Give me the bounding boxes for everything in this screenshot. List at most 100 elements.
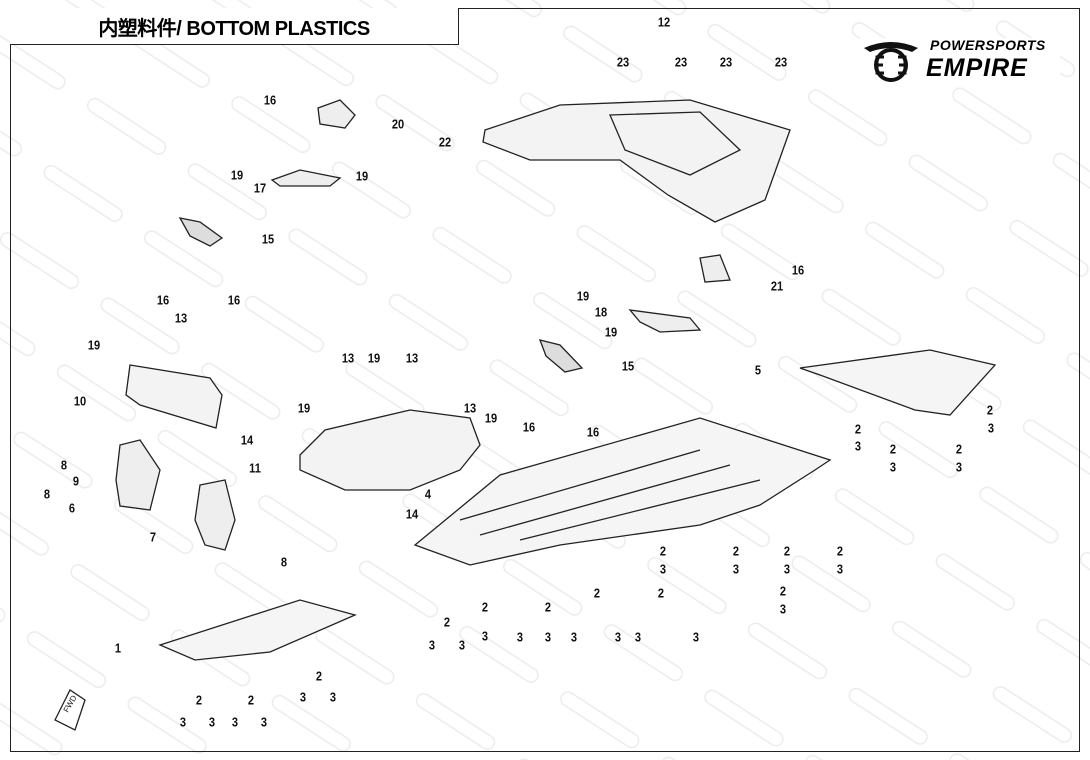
callout: 21	[770, 278, 784, 294]
part-1-skid-plate	[158, 599, 357, 661]
callout: 23	[719, 54, 733, 70]
callout: 2	[955, 441, 963, 457]
callout: 9	[72, 473, 80, 489]
callout: 2	[315, 668, 323, 684]
part-10-panel	[125, 364, 223, 429]
callout: 3	[659, 561, 667, 577]
callout: 15	[621, 358, 635, 374]
fwd-arrow-icon: FWD	[54, 689, 86, 731]
callout: 3	[570, 629, 578, 645]
callout: 16	[791, 262, 805, 278]
callout: 8	[43, 486, 51, 502]
callout: 16	[586, 424, 600, 440]
part-20-bracket	[317, 99, 356, 129]
callout: 19	[484, 410, 498, 426]
callout: 6	[68, 500, 76, 516]
callout: 3	[783, 561, 791, 577]
callout: 3	[854, 438, 862, 454]
part-22-rack	[482, 99, 791, 223]
callout: 13	[405, 350, 419, 366]
callout: 14	[405, 506, 419, 522]
callout: 3	[458, 637, 466, 653]
callout: 16	[263, 92, 277, 108]
part-17-bracket	[270, 169, 342, 187]
part-15b-guard	[538, 339, 584, 373]
callout: 19	[297, 400, 311, 416]
callout: 1	[114, 640, 122, 656]
callout: 3	[428, 637, 436, 653]
callout: 3	[544, 629, 552, 645]
callout: 19	[355, 168, 369, 184]
callout: 3	[955, 459, 963, 475]
callout: 20	[391, 116, 405, 132]
callout: 2	[854, 421, 862, 437]
callout: 10	[73, 393, 87, 409]
callout: 13	[174, 310, 188, 326]
callout: 7	[149, 529, 157, 545]
page-title: 内塑料件/ BOTTOM PLASTICS	[10, 8, 459, 45]
callout: 3	[179, 714, 187, 730]
callout: 2	[481, 599, 489, 615]
callout: 13	[463, 400, 477, 416]
callout: 4	[424, 486, 432, 502]
callout: 2	[443, 614, 451, 630]
callout: 18	[594, 304, 608, 320]
callout: 3	[208, 714, 216, 730]
callout: 3	[299, 689, 307, 705]
callout: 3	[987, 420, 995, 436]
callout: 3	[779, 601, 787, 617]
callout: 2	[732, 543, 740, 559]
part-4-skid-plate	[413, 417, 832, 566]
callout: 19	[367, 350, 381, 366]
part-5-skid-plate	[799, 349, 997, 416]
diagram-frame	[10, 8, 1080, 752]
callout: 19	[230, 167, 244, 183]
callout: 2	[195, 692, 203, 708]
callout: 19	[604, 324, 618, 340]
callout: 3	[836, 561, 844, 577]
callout: 2	[779, 583, 787, 599]
callout: 11	[249, 460, 261, 476]
callout: 2	[889, 441, 897, 457]
callout: 3	[732, 561, 740, 577]
logo-top-text: POWERSPORTS	[930, 37, 1046, 53]
callout: 3	[634, 629, 642, 645]
callout: 12	[657, 14, 671, 30]
callout: 3	[614, 629, 622, 645]
part-21-bracket	[699, 254, 731, 283]
callout: 14	[240, 432, 254, 448]
callout: 15	[261, 231, 275, 247]
part-15-guard	[178, 217, 224, 247]
callout: 17	[253, 180, 267, 196]
callout: 16	[156, 292, 170, 308]
callout: 2	[783, 543, 791, 559]
callout: 3	[231, 714, 239, 730]
part-18-bracket	[628, 309, 702, 333]
callout: 2	[593, 585, 601, 601]
callout: 2	[836, 543, 844, 559]
callout: 3	[692, 629, 700, 645]
callout: 23	[616, 54, 630, 70]
part-7-bracket	[194, 479, 236, 551]
callout: 2	[544, 599, 552, 615]
callout: 3	[481, 628, 489, 644]
callout: 3	[329, 689, 337, 705]
callout: 16	[227, 292, 241, 308]
callout: 3	[260, 714, 268, 730]
brand-logo: POWERSPORTS EMPIRE	[860, 38, 1060, 84]
callout: 8	[60, 457, 68, 473]
callout: 23	[674, 54, 688, 70]
part-11-tray	[299, 409, 481, 491]
logo-bottom-text: EMPIRE	[926, 54, 1028, 82]
wings-logo-icon	[864, 42, 918, 82]
callout: 8	[280, 554, 288, 570]
callout: 2	[659, 543, 667, 559]
callout: 2	[657, 585, 665, 601]
callout: 22	[438, 134, 452, 150]
callout: 23	[774, 54, 788, 70]
callout: 19	[576, 288, 590, 304]
callout: 3	[516, 629, 524, 645]
callout: 3	[889, 459, 897, 475]
